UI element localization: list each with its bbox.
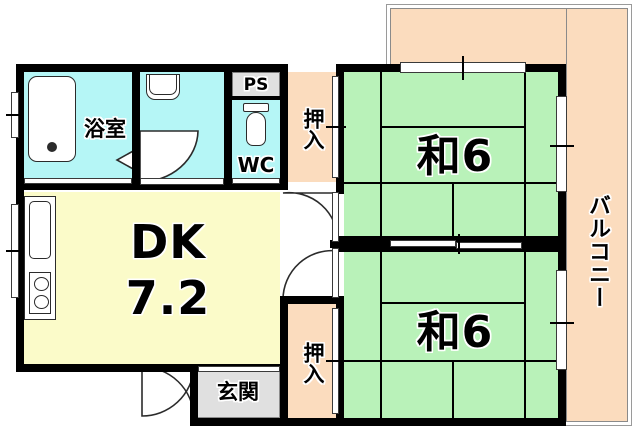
balcony-outer-trim-bottom — [560, 425, 632, 426]
entrance-area — [196, 364, 280, 418]
sliding-door-upper-icon[interactable] — [556, 96, 567, 192]
balcony-area-right — [566, 8, 628, 422]
window-washitsu-upper-mullion — [462, 56, 464, 80]
wall-dk-right-upper — [336, 182, 344, 194]
wall-exterior-bottom-dk — [16, 364, 198, 372]
closet-lower-door-mullion — [326, 360, 346, 362]
fusuma-left-icon[interactable] — [390, 240, 456, 247]
tatami-seam — [380, 126, 524, 128]
balcony-outer-trim-left — [386, 4, 387, 70]
tatami-seam — [524, 252, 526, 418]
washroom-sill-icon — [140, 178, 224, 185]
wall-wc-closet — [280, 64, 288, 190]
tatami-seam — [452, 182, 454, 236]
bathroom-sill-icon — [24, 178, 132, 184]
door-dk-to-lower-icon — [282, 249, 339, 301]
washbasin-inner-icon — [149, 74, 177, 95]
balcony-outer-trim-top — [386, 4, 632, 5]
wall-closet-lower-top — [280, 296, 340, 304]
closet-upper-door-mullion — [326, 126, 346, 128]
tatami-seam — [380, 72, 382, 236]
wall-exterior-left — [16, 64, 24, 372]
tatami-seam — [380, 252, 382, 418]
entrance-door-swing-line — [141, 366, 195, 418]
dining-kitchen-floor — [24, 192, 280, 372]
burner-icon — [33, 295, 49, 309]
toilet-tank-icon — [243, 103, 269, 112]
tatami-seam — [452, 360, 454, 418]
drain-icon — [47, 142, 57, 152]
sliding-door-lower-mullion — [550, 322, 574, 324]
window-dk-mullion — [6, 250, 24, 252]
washroom-door-icon — [139, 130, 199, 183]
wall-exterior-top-left — [16, 64, 288, 72]
entrance-sill-icon — [198, 366, 280, 372]
toilet-icon — [246, 112, 266, 146]
wall-ps-wc — [232, 96, 280, 100]
fusuma-mullion — [458, 234, 460, 254]
burner-icon — [33, 277, 49, 291]
wc-sill-icon — [232, 178, 280, 184]
door-leaf-lower-icon[interactable] — [332, 248, 339, 298]
pipe-shaft-area — [232, 72, 280, 98]
door-leaf-upper-icon[interactable] — [332, 192, 339, 242]
wall-exterior-bottom-right — [288, 418, 566, 426]
sliding-door-lower-icon[interactable] — [556, 270, 567, 370]
wall-washroom-wc — [224, 64, 232, 182]
tatami-seam — [524, 72, 526, 236]
wall-dk-right-lower — [336, 296, 344, 418]
sliding-door-upper-mullion — [550, 145, 574, 147]
wall-bath-washroom — [132, 64, 140, 182]
wall-wet-zone-bottom — [16, 182, 288, 190]
wall-exterior-bottom-entry — [190, 418, 288, 426]
window-bathroom-mullion — [6, 114, 24, 116]
tatami-seam — [380, 302, 524, 304]
door-dk-to-upper-icon — [282, 191, 339, 243]
sink-icon — [29, 201, 51, 259]
wall-entry-left — [190, 364, 198, 426]
balcony-outer-trim-right — [631, 4, 632, 426]
wall-closet-lower-left — [280, 296, 288, 422]
fusuma-right-icon[interactable] — [456, 242, 522, 249]
